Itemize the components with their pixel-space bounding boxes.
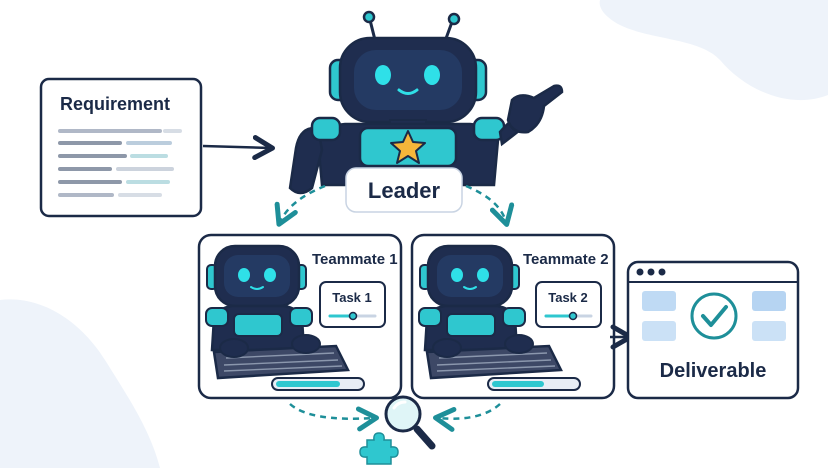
teammate-2-robot — [418, 244, 526, 352]
arrow-teammate-2-to-review — [433, 403, 501, 432]
arrow-leader-to-teammate-2 — [465, 184, 515, 227]
arrow-teammate-1-to-review — [289, 403, 379, 432]
teammate-1-progress-fill — [276, 381, 340, 387]
teammate-2-progress-fill — [492, 381, 544, 387]
background-blob-top-right — [599, 0, 828, 101]
teammate-1-panel: Teammate 1 Task 1 — [197, 233, 403, 400]
teammate-2-name: Teammate 2 — [523, 251, 609, 268]
deliverable-label: Deliverable — [660, 360, 767, 382]
teammate-1-robot — [205, 244, 313, 352]
arrow-leader-to-teammate-1 — [274, 184, 326, 227]
background-blob-bottom-left — [0, 299, 160, 468]
checkmark-icon — [690, 292, 738, 340]
leader-label-box — [345, 167, 463, 213]
teammate-1-keyboard — [212, 334, 350, 380]
teammate-2-keyboard — [425, 334, 563, 380]
leader-label: Leader — [368, 178, 441, 203]
magnifier-icon — [384, 395, 436, 450]
requirement-title: Requirement — [60, 94, 170, 114]
teammate-2-task-card: Task 2 — [535, 281, 602, 328]
teammate-1-name: Teammate 1 — [312, 251, 398, 268]
requirement-document: Requirement — [39, 77, 203, 218]
star-icon — [390, 130, 426, 164]
puzzle-piece-icon — [359, 432, 399, 465]
teammate-1-task-card: Task 1 — [319, 281, 386, 328]
teammate-1-task: Task 1 — [332, 290, 372, 305]
deliverable-window: Deliverable — [626, 260, 800, 400]
requirement-text-lines — [58, 129, 182, 197]
teammate-2-task: Task 2 — [548, 290, 588, 305]
leader-robot — [288, 10, 564, 195]
teammate-2-panel: Teammate 2 Task 2 — [410, 233, 616, 400]
arrow-requirement-to-leader — [202, 135, 275, 161]
